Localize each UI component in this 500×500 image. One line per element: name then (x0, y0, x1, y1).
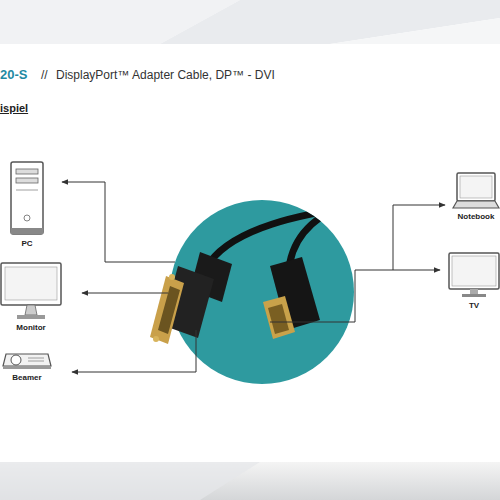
monitor-panel (5, 267, 57, 300)
monitor-device: Monitor (0, 262, 62, 332)
notebook-screen (457, 173, 495, 201)
cable (210, 206, 360, 262)
dp-plug (263, 296, 295, 339)
notebook-base (453, 201, 499, 208)
footer-shape (0, 462, 260, 500)
arrow-line (270, 270, 440, 322)
dvi-screw (153, 336, 159, 342)
device-label: Notebook (452, 212, 500, 221)
tv-screen (449, 253, 499, 289)
beamer-body (3, 354, 51, 366)
device-icon (0, 262, 62, 320)
device-icon (452, 172, 500, 209)
pc-line (16, 190, 38, 191)
beamer-device: Beamer (2, 346, 52, 382)
pc-button (24, 215, 30, 221)
notebook-device: Notebook (452, 172, 500, 221)
dvi-screw (169, 274, 175, 280)
device-icon (448, 252, 500, 298)
dvi-plate (150, 276, 184, 344)
cable (290, 196, 360, 262)
device-label: Beamer (2, 373, 52, 382)
dp-slot (268, 304, 289, 334)
arrow-line (82, 293, 168, 294)
product-number: 20-S (0, 67, 27, 82)
tv-foot (462, 294, 486, 297)
tv-neck (470, 289, 478, 294)
monitor-foot (17, 315, 45, 319)
notebook-panel (460, 176, 492, 198)
cable-group (210, 196, 360, 262)
header-shape (160, 0, 500, 44)
pc-case (11, 162, 43, 234)
beamer-lens (11, 355, 21, 365)
device-icon (9, 160, 45, 236)
pc-device: PC (9, 160, 45, 248)
pc-drive (16, 169, 38, 174)
device-label: TV (448, 301, 500, 310)
header-shape (330, 18, 500, 44)
footer-band (0, 462, 500, 500)
pc-base (11, 228, 43, 234)
monitor-screen (1, 263, 61, 305)
tv-panel (452, 256, 496, 286)
device-label: PC (9, 239, 45, 248)
beamer-base (3, 366, 51, 369)
section-heading: ispiel (0, 102, 28, 114)
device-label: Monitor (0, 323, 62, 332)
beamer-vent (28, 358, 44, 359)
page-title: DisplayPort™ Adapter Cable, DP™ - DVI (56, 68, 275, 82)
beamer-vent (28, 361, 44, 362)
arrow-line (72, 330, 196, 372)
pc-drive (16, 178, 38, 183)
arrow-line (393, 205, 445, 270)
tv-device: TV (448, 252, 500, 310)
monitor-stand (25, 305, 37, 315)
separator-text: // (41, 68, 48, 82)
arrow-line (62, 182, 175, 262)
device-icon (2, 346, 52, 370)
